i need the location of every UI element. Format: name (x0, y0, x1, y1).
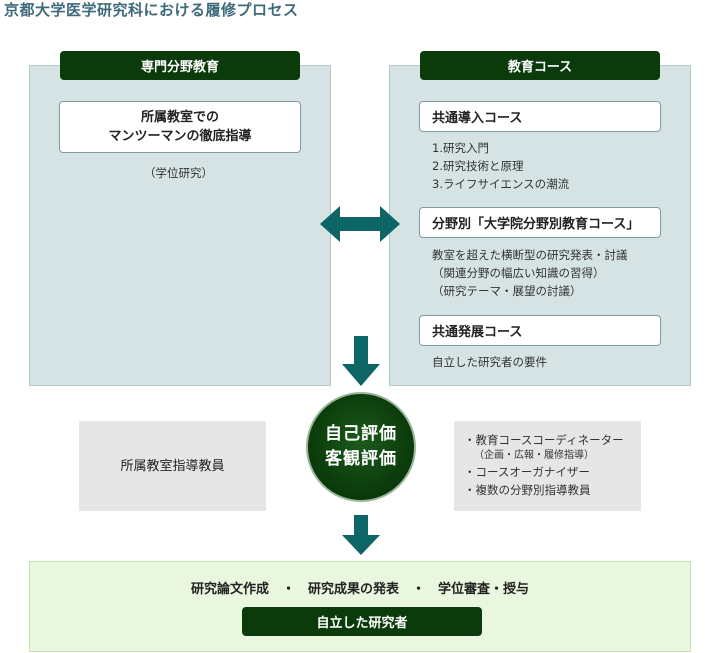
list-item: （関連分野の幅広い知識の習得） (432, 266, 605, 280)
field-specific-course-box: 分野別「大学院分野別教育コース」 (419, 207, 661, 238)
down-arrow-icon (342, 336, 380, 386)
double-arrow-icon (320, 206, 400, 242)
list-item: 3.ライフサイエンスの潮流 (432, 177, 570, 191)
lab-supervisor-label: 所属教室指導教員 (120, 458, 225, 474)
coordinators-box: ・教育コースコーディネーター （企画・広報・履修指導） ・コースオーガナイザー … (454, 421, 641, 511)
common-intro-course-box: 共通導入コース (419, 101, 661, 132)
list-item: ・コースオーガナイザー (464, 465, 590, 479)
list-item: ・教育コースコーディネーター (464, 433, 624, 447)
list-item: 教室を超えた横断型の研究発表・討議 (432, 248, 628, 262)
common-advanced-course-box: 共通発展コース (419, 315, 661, 346)
list-item: 2.研究技術と原理 (432, 159, 524, 173)
list-item: ・複数の分野別指導教員 (464, 483, 591, 497)
independent-researcher-label: 自立した研究者 (242, 607, 482, 636)
outcome-text: 研究論文作成 ・ 研究成果の発表 ・ 学位審査・授与 (190, 582, 529, 597)
evaluation-circle: 自己評価 客観評価 (306, 392, 416, 502)
mentorship-box: 所属教室での マンツーマンの徹底指導 (59, 101, 301, 153)
common-advanced-course-items: 自立した研究者の要件 (432, 353, 547, 371)
lab-supervisor-box: 所属教室指導教員 (79, 421, 266, 511)
list-item: 1.研究入門 (432, 141, 489, 155)
degree-research-note: （学位研究） (144, 166, 213, 180)
education-course-header: 教育コース (420, 51, 660, 80)
mentorship-line1: 所属教室での (140, 110, 219, 125)
common-intro-course-items: 1.研究入門 2.研究技術と原理 3.ライフサイエンスの潮流 (432, 139, 569, 193)
self-evaluation-label: 自己評価 (325, 424, 397, 444)
list-item: （研究テーマ・展望の討議） (432, 284, 582, 298)
specialized-education-header: 専門分野教育 (60, 51, 300, 80)
objective-evaluation-label: 客観評価 (325, 449, 397, 469)
mentorship-line2: マンツーマンの徹底指導 (108, 129, 252, 144)
outcome-panel (29, 561, 691, 652)
page-title: 京都大学医学研究科における履修プロセス (4, 1, 299, 19)
down-arrow-icon (342, 515, 380, 555)
list-item: （企画・広報・履修指導） (474, 450, 594, 461)
field-specific-course-items: 教室を超えた横断型の研究発表・討議 （関連分野の幅広い知識の習得） （研究テーマ… (432, 246, 628, 300)
list-item: 自立した研究者の要件 (432, 355, 547, 369)
